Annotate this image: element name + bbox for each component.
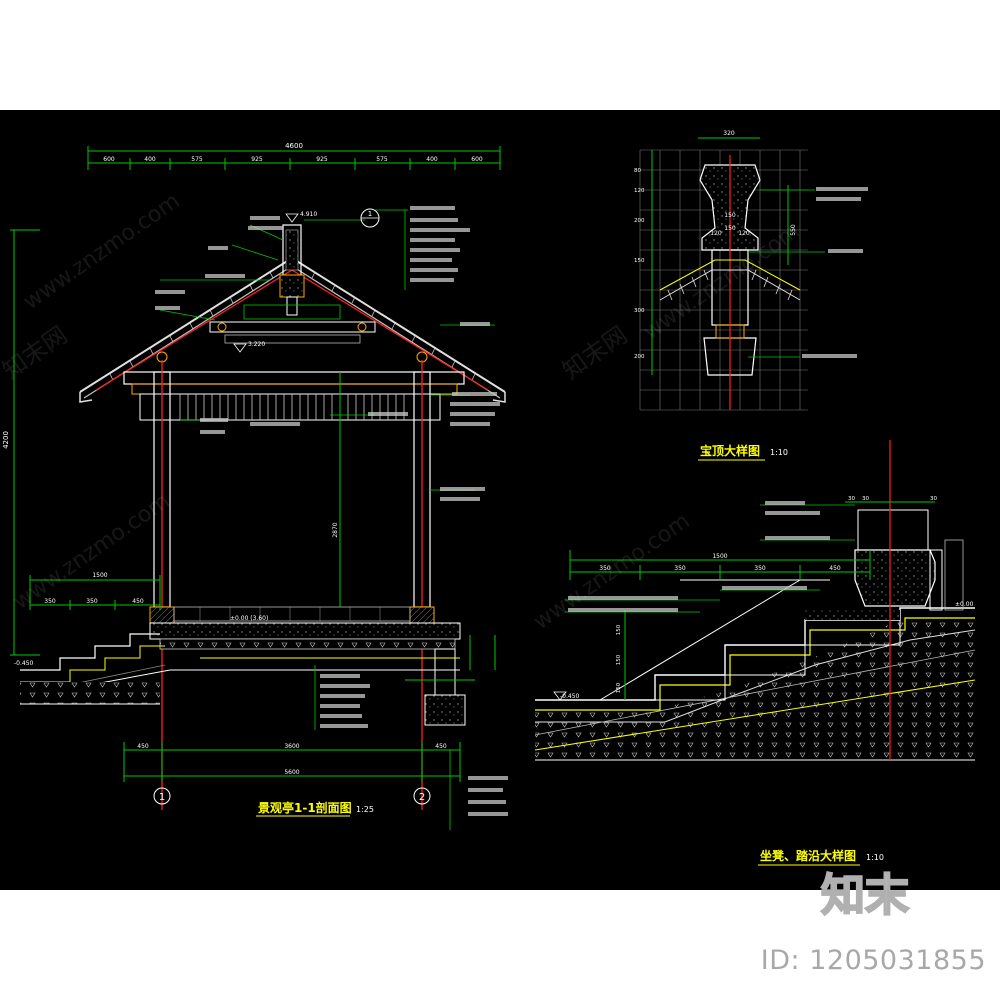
- section-scale: 1:25: [356, 805, 374, 814]
- pavilion-section: 4600 600 400 575 925 925 575 400 600 420…: [2, 142, 508, 830]
- dim-bottom-left: 450: [137, 743, 149, 750]
- dim-total-top: 4600: [285, 142, 303, 150]
- floor-slab: [149, 622, 466, 726]
- dim-top-6: 400: [426, 156, 438, 163]
- bench-step-detail: 1500 350 350 350 450 30 30 30 150 150 15…: [534, 440, 976, 866]
- dim-top-4: 925: [316, 156, 328, 163]
- finial-dim-side-2: 200: [634, 218, 645, 224]
- finial-dim-side-1: 120: [634, 188, 645, 194]
- dim-left-small-1: 350: [86, 598, 98, 605]
- finial-dim-inner-0: 150: [724, 212, 736, 219]
- dim-top-7: 600: [471, 156, 483, 163]
- finial-dim-side-5: 200: [634, 354, 645, 360]
- finial-dim-side-0: 80: [634, 168, 641, 174]
- finial-dim-inner-1: 150: [724, 225, 736, 232]
- dim-left-small-0: 350: [44, 598, 56, 605]
- watermark-brand-1: 知末网: [0, 321, 72, 385]
- axis-1: 1: [159, 792, 165, 803]
- roof: [79, 224, 506, 403]
- dim-left-total: 4200: [2, 431, 10, 449]
- dim-bottom-right: 450: [435, 743, 447, 750]
- bench-dim-4: 450: [829, 565, 841, 572]
- dim-top-2: 575: [191, 156, 203, 163]
- image-id: ID: 1205031855: [760, 945, 986, 976]
- logo-text: 知末: [821, 870, 909, 921]
- bench-scale: 1:10: [866, 853, 884, 862]
- dim-bottom-2: 5600: [284, 769, 299, 776]
- finial-dim-side-3: 150: [634, 258, 645, 264]
- bench-top-dim-2: 30: [930, 496, 937, 502]
- watermark-site-2: www.znzmo.com: [9, 489, 174, 615]
- level-top: 4.910: [300, 211, 317, 218]
- finial-title: 宝顶大样图: [700, 443, 760, 458]
- dim-top-3: 925: [251, 156, 263, 163]
- bench-step-dim-1: 150: [616, 654, 622, 665]
- cad-drawing: 4600 600 400 575 925 925 575 400 600 420…: [0, 130, 976, 866]
- finial-dim-top: 320: [723, 130, 735, 137]
- finial-dim-side-4: 300: [634, 308, 645, 314]
- bench-step-dim-0: 150: [616, 624, 622, 635]
- cad-drawing-canvas: 4600 600 400 575 925 925 575 400 600 420…: [0, 110, 1000, 890]
- bench-dim-3: 350: [754, 565, 766, 572]
- top-dimension-chain: [87, 146, 501, 170]
- dim-top-1: 400: [144, 156, 156, 163]
- columns: [149, 360, 435, 810]
- level-bench-ground: -0.450: [560, 693, 580, 700]
- dim-top-0: 600: [103, 156, 115, 163]
- finial-dim-right: 550: [790, 224, 797, 236]
- finial-detail: 320 150 150 120 120 80 120 200 150 300 2…: [634, 130, 868, 461]
- axis-2: 2: [419, 792, 425, 803]
- dim-left-small-2: 450: [132, 598, 144, 605]
- dim-bottom-1: 3600: [284, 743, 299, 750]
- watermark-site-1: www.znzmo.com: [19, 189, 184, 315]
- dim-left-1500: 1500: [92, 572, 107, 579]
- bench-top-dim-1: 30: [862, 496, 869, 502]
- level-bench-right: ±0.00: [955, 601, 974, 608]
- bench-title: 坐凳、踏沿大样图: [760, 848, 856, 863]
- level-eave: 3.220: [248, 341, 265, 348]
- bench-dim-1: 350: [599, 565, 611, 572]
- left-vertical-dimension: [10, 229, 40, 656]
- eave-lattice: [123, 371, 465, 421]
- section-title: 景观亭1-1剖面图: [258, 800, 352, 815]
- brand-logo: 知末: [790, 862, 940, 922]
- detail-ref: 1: [368, 210, 372, 218]
- bench-top-dim-0: 30: [848, 496, 855, 502]
- watermark-brand-2: 知末网: [557, 321, 632, 385]
- dim-col-height: 2870: [332, 522, 339, 537]
- bench-dim-2: 350: [674, 565, 686, 572]
- finial-scale: 1:10: [770, 448, 788, 457]
- level-ground: -0.450: [14, 660, 34, 667]
- dim-top-5: 575: [376, 156, 388, 163]
- finial-dim-inner-3: 120: [738, 230, 750, 237]
- finial-dim-inner-2: 120: [710, 230, 722, 237]
- bench-dim-0: 1500: [712, 553, 727, 560]
- level-floor: ±0.00 (3.60): [230, 615, 268, 622]
- annotation-leaders: [155, 206, 508, 830]
- bench-step-dim-2: 150: [616, 682, 622, 693]
- left-steps: [19, 633, 460, 705]
